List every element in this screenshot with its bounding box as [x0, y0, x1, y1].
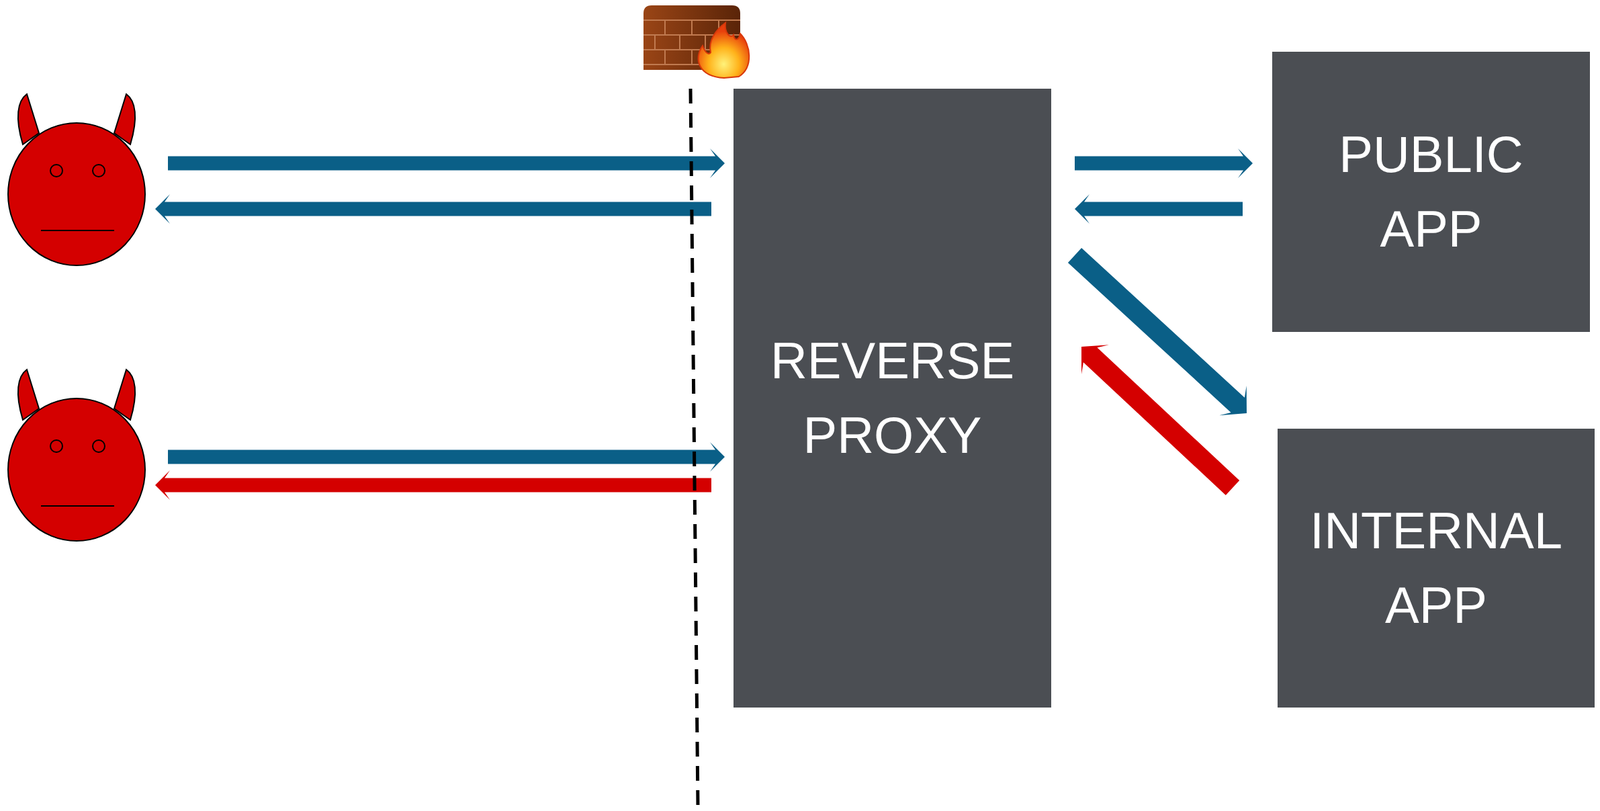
- attacker-face: [8, 369, 146, 541]
- box-label: REVERSE PROXY: [760, 323, 1025, 472]
- request-arrow: [167, 441, 725, 472]
- firewall-icon: [643, 5, 749, 78]
- request-arrow: [167, 148, 725, 179]
- component-box: PUBLIC APP: [1272, 51, 1590, 332]
- component-box: REVERSE PROXY: [733, 88, 1052, 708]
- box-label: INTERNAL APP: [1304, 493, 1568, 642]
- flow-arrow: [1081, 344, 1240, 496]
- flow-arrow: [1068, 247, 1247, 416]
- component-box: INTERNAL APP: [1277, 428, 1595, 708]
- box-label: PUBLIC APP: [1299, 117, 1564, 266]
- response-arrow: [155, 194, 712, 224]
- firewall-boundary: [690, 88, 698, 807]
- attacker-face: [8, 94, 146, 266]
- leaked-response-arrow: [155, 470, 712, 500]
- flow-arrow: [1074, 194, 1243, 224]
- flow-arrow: [1074, 148, 1253, 179]
